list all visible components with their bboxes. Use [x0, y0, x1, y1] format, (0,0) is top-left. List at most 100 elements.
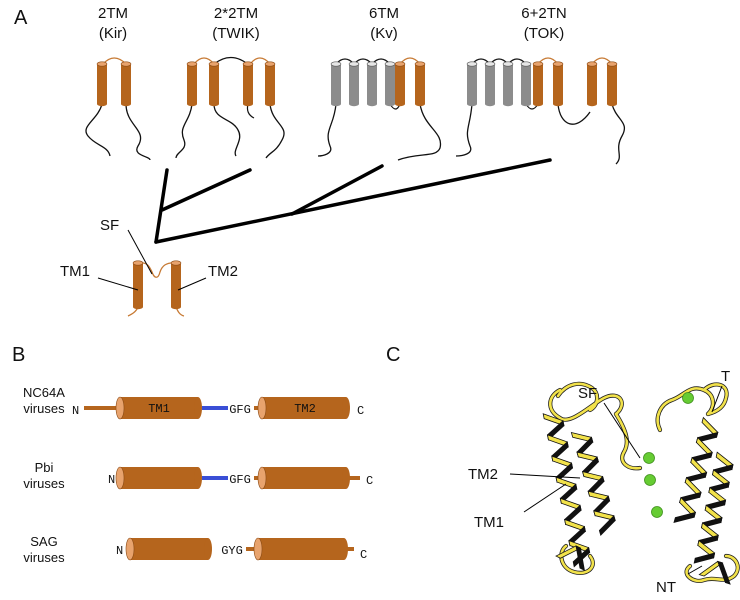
ancestor-tm2-label: TM2 — [208, 263, 238, 280]
helix-ribbon-back — [598, 514, 616, 537]
family-kir-name: 2TM — [98, 5, 128, 22]
c-t-label: T — [721, 368, 730, 385]
virus-row-sag: SAG viruses N GYG C — [23, 534, 367, 565]
tree-branch-tok — [154, 158, 552, 244]
helix-cap — [348, 61, 360, 67]
tree-branch-kir — [154, 168, 169, 244]
helix-bottom — [171, 304, 181, 310]
helix-body — [133, 263, 143, 307]
helix-bottom — [243, 101, 253, 107]
virus-name: NC64A — [23, 385, 65, 400]
helix-body — [395, 64, 405, 104]
helix-bottom — [553, 101, 563, 107]
helix-bottom — [209, 101, 219, 107]
helix — [586, 61, 598, 107]
helix-body — [265, 64, 275, 104]
helix-cap — [330, 61, 342, 67]
helix — [502, 61, 514, 107]
helix-bottom — [331, 101, 341, 107]
tm2-cylinder — [253, 537, 348, 561]
helix-ribbon-back — [716, 560, 731, 585]
panel-b-label: B — [12, 344, 25, 366]
helix-bottom — [467, 101, 477, 107]
c-tail — [346, 476, 360, 480]
helix-cap — [170, 260, 182, 266]
helix-cap — [552, 61, 564, 67]
cylinder-cap — [257, 466, 267, 490]
virus-name: Pbi — [35, 460, 54, 475]
helix — [520, 61, 532, 107]
right-subunit-loops — [656, 383, 739, 583]
cylinder-body — [130, 538, 208, 560]
helix-cap — [484, 61, 496, 67]
helix-body — [385, 64, 395, 104]
helix-body — [553, 64, 563, 104]
helix — [132, 260, 144, 310]
helix-body — [467, 64, 477, 104]
family-kv-name: 6TM — [369, 5, 399, 22]
helix-cap — [242, 61, 254, 67]
topology-row — [85, 56, 626, 165]
virus-row-pbi: Pbi viruses N GFG C — [23, 460, 373, 491]
cylinder-cap — [125, 537, 135, 561]
cylinder-end — [204, 538, 212, 560]
family-kir-abbr: (Kir) — [99, 25, 127, 42]
helix-body — [415, 64, 425, 104]
family-tok-name: 6+2TN — [521, 5, 566, 22]
ancestor-sf-label: SF — [100, 217, 119, 234]
helix-bottom — [415, 101, 425, 107]
helix-body — [533, 64, 543, 104]
right-nt-helix — [698, 560, 731, 585]
helix-body — [97, 64, 107, 104]
helix-body — [521, 64, 531, 104]
helix-body — [171, 263, 181, 307]
kir-topology — [85, 57, 151, 161]
ancestral-subunit: SF TM1 TM2 — [60, 217, 238, 317]
helix-bottom — [349, 101, 359, 107]
helix-bottom — [607, 101, 617, 107]
n-terminus: N — [108, 473, 115, 487]
kv-topology — [317, 57, 442, 161]
helix — [466, 61, 478, 107]
helix — [606, 61, 618, 107]
helix-cap — [96, 61, 108, 67]
helix-body — [503, 64, 513, 104]
helix — [484, 61, 496, 107]
helix — [96, 61, 108, 107]
helix-cap — [264, 61, 276, 67]
cylinder-body — [262, 397, 346, 419]
c-nt-label: NT — [656, 579, 676, 596]
left-nt-helix — [555, 545, 585, 572]
helix-body — [349, 64, 359, 104]
ion — [682, 392, 694, 404]
pore-loop — [202, 476, 228, 480]
tm1-cylinder — [115, 466, 202, 490]
helix-cap — [132, 260, 144, 266]
helix — [414, 61, 426, 107]
panel-c-leaders — [509, 385, 723, 575]
cylinder-body — [258, 538, 344, 560]
cylinder-body — [262, 467, 346, 489]
tm1-cylinder — [125, 537, 212, 561]
helix-bottom — [485, 101, 495, 107]
helix-body — [209, 64, 219, 104]
helix-bottom — [395, 101, 405, 107]
helix-cap — [208, 61, 220, 67]
helix-cap — [606, 61, 618, 67]
helix — [366, 61, 378, 107]
helix-cap — [502, 61, 514, 67]
cylinder-body — [120, 467, 198, 489]
helix — [532, 61, 544, 107]
c-sf-label: SF — [578, 385, 597, 402]
c-tail — [344, 547, 354, 551]
helix — [208, 61, 220, 107]
pore-loop — [202, 406, 228, 410]
helix-ribbon-back — [673, 511, 697, 523]
tm2-cylinder — [257, 466, 350, 490]
cylinder-cap — [115, 396, 125, 420]
helix-body — [607, 64, 617, 104]
family-twik-abbr: (TWIK) — [212, 25, 259, 42]
helix-ribbon-back — [693, 552, 716, 564]
helix-bottom — [533, 101, 543, 107]
